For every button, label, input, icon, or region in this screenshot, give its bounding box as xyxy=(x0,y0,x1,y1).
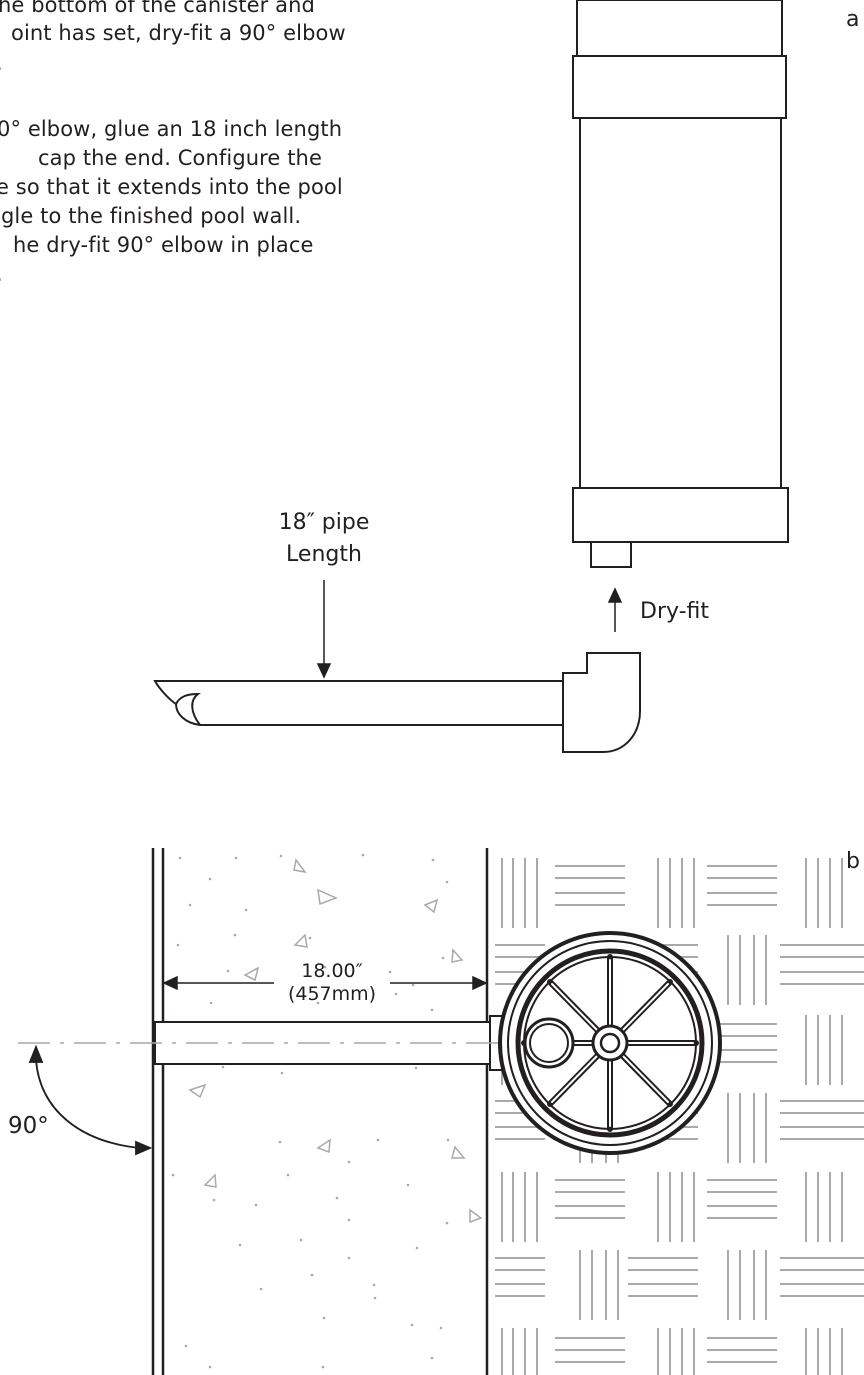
instruction-line: he dry-fit 90° elbow in place xyxy=(13,233,314,257)
pipe-length-label-line2: Length xyxy=(286,542,362,567)
dimension-arrow-right xyxy=(472,975,488,991)
panel-label-b: b xyxy=(846,849,860,874)
panel-label-a: a xyxy=(846,7,860,32)
pipe-length-label-line1: 18″ pipe xyxy=(278,510,370,535)
instruction-line: oint has set, dry-fit a 90° elbow xyxy=(11,21,346,45)
dimension-label-mm: (457mm) xyxy=(287,983,377,1005)
dimension-arrow-left xyxy=(162,975,178,991)
elbow-90 xyxy=(562,652,641,753)
angle-arc xyxy=(35,1059,141,1149)
pipe-length-arrowhead xyxy=(316,663,332,679)
concrete-fill xyxy=(171,853,450,1369)
canister-outlet xyxy=(590,541,632,568)
canister-bottom-collar xyxy=(572,487,789,543)
canister-top-collar xyxy=(572,55,787,119)
dry-fit-label: Dry-fit xyxy=(640,599,710,624)
instruction-line: . xyxy=(0,48,3,78)
canister-body xyxy=(579,117,782,489)
instruction-line: he bottom of the canister and xyxy=(0,0,315,17)
instruction-line: cap the end. Configure the xyxy=(38,146,322,170)
angle-arrowhead-right xyxy=(135,1140,153,1156)
instruction-line: 0° elbow, glue an 18 inch length xyxy=(0,117,343,141)
dimension-label-inches: 18.00″ xyxy=(301,960,363,982)
concrete-aggregate xyxy=(188,858,483,1224)
dry-fit-arrowhead xyxy=(607,587,623,603)
canister-top-view xyxy=(498,931,722,1155)
instruction-line: . xyxy=(0,259,3,289)
instruction-line: gle to the finished pool wall. xyxy=(1,204,302,228)
pipe-cut-end xyxy=(175,692,201,726)
angle-label: 90° xyxy=(8,1113,49,1139)
instruction-line: e so that it extends into the pool xyxy=(0,175,343,199)
angle-arrowhead-top xyxy=(28,1044,44,1063)
